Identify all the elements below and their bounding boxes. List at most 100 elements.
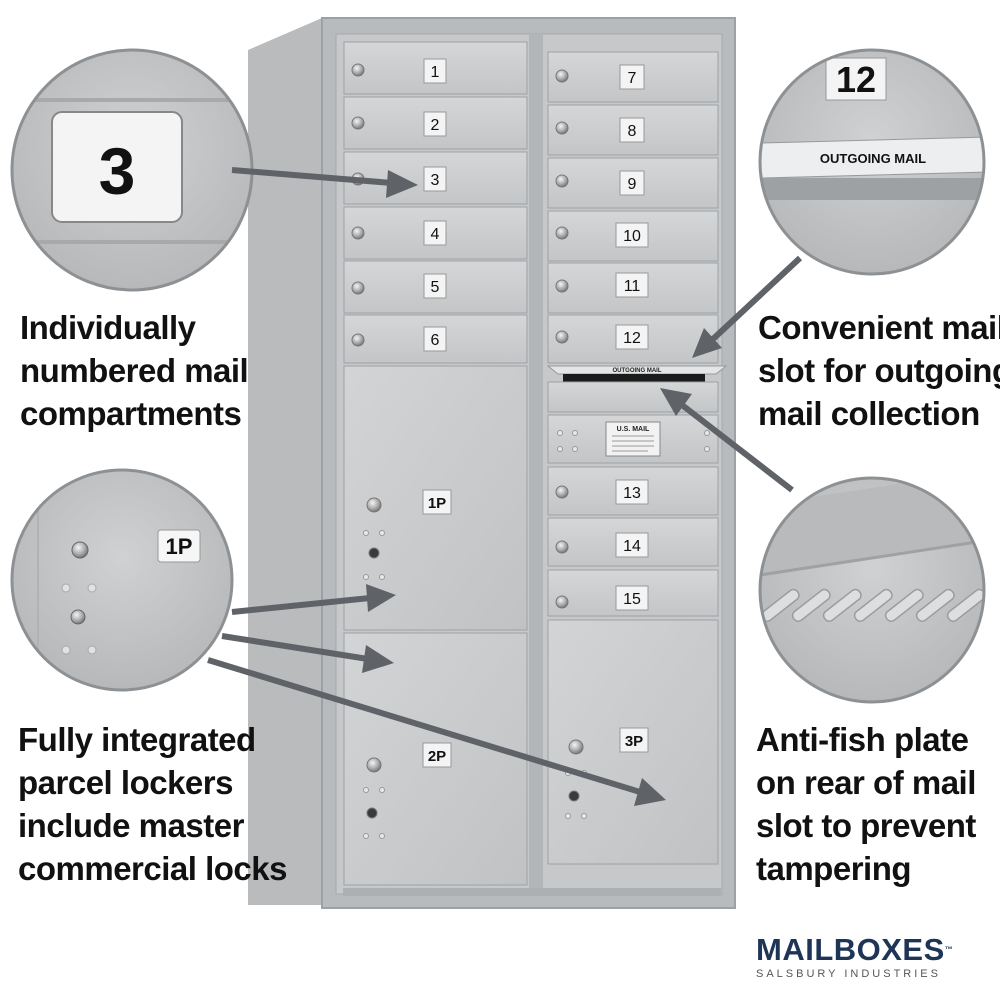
callout-outgoing-slot: 12 OUTGOING MAIL [758, 48, 986, 276]
door-number: 6 [431, 332, 440, 349]
lock-icon [555, 330, 569, 344]
door-number: 10 [623, 228, 641, 245]
caption-line: slot for outgoing [758, 352, 1000, 389]
door-number: 2 [431, 117, 440, 134]
door-number: 14 [623, 538, 641, 555]
mail-door: 10 [547, 210, 719, 262]
lock-icon [555, 279, 569, 293]
lock-icon [351, 63, 365, 77]
callout-parcel-tag: 1P [166, 534, 193, 559]
lock-icon [366, 497, 382, 513]
arrow-icon [362, 645, 394, 673]
lock-icon [568, 790, 580, 802]
brand-text: MAILBOXES [756, 932, 945, 967]
parcel-locker: 2P [343, 632, 528, 886]
brand-name: MAILBOXES™ [756, 934, 976, 966]
mail-door: 14 [547, 517, 719, 567]
usmail-label: U.S. MAIL [617, 426, 650, 433]
lock-icon [555, 485, 569, 499]
arrow-icon [680, 402, 794, 493]
lock-icon [555, 174, 569, 188]
arrow-icon [660, 388, 692, 416]
arrow-icon [221, 633, 369, 662]
brand-logo: MAILBOXES™ SALSBURY INDUSTRIES [756, 934, 976, 981]
lock-icon [351, 226, 365, 240]
mail-door: 12 [547, 314, 719, 364]
door-number: 4 [431, 226, 440, 243]
brand-subtitle: SALSBURY INDUSTRIES [756, 968, 941, 980]
locker-number: 1P [428, 495, 446, 512]
door-number: 9 [628, 176, 637, 193]
caption-line: Individually [20, 309, 196, 346]
caption-line: Convenient mail [758, 309, 1000, 346]
arrow-icon [692, 328, 722, 358]
caption-line: commercial locks [18, 850, 288, 887]
locker-number: 3P [625, 733, 643, 750]
caption-line: Fully integrated [18, 721, 256, 758]
door-number: 5 [431, 279, 440, 296]
callout-number-tag: 3 [10, 48, 254, 292]
trademark-mark: ™ [944, 945, 954, 954]
caption-line: parcel lockers [18, 764, 233, 801]
arrow-icon [366, 584, 396, 612]
door-number: 15 [623, 591, 641, 608]
arrow-icon [207, 657, 641, 795]
door-number: 1 [431, 64, 440, 81]
callout-tag-number: 3 [99, 134, 136, 208]
arrow-icon [709, 255, 803, 343]
caption-antifish-plate: Anti-fish plate on rear of mail slot to … [756, 718, 976, 890]
lock-icon [351, 333, 365, 347]
callout-antifish-plate [758, 476, 986, 704]
door-number: 11 [624, 278, 641, 295]
center-divider [529, 34, 543, 894]
mail-door: 6 [343, 314, 528, 364]
outgoing-label: OUTGOING MAIL [613, 368, 662, 374]
mail-door: 7 [547, 51, 719, 103]
lock-icon [351, 116, 365, 130]
caption-line: on rear of mail [756, 764, 976, 801]
caption-line: mail collection [758, 395, 980, 432]
lock-icon [71, 541, 89, 559]
caption-outgoing-slot: Convenient mail slot for outgoing mail c… [758, 306, 1000, 435]
number-tag [51, 111, 183, 223]
callout-parcel-locks: 1P [10, 468, 234, 692]
lock-icon [70, 609, 86, 625]
caption-line: Anti-fish plate [756, 721, 969, 758]
parcel-locker: 1P [343, 365, 528, 631]
right-lower-doors: 13 14 15 [547, 466, 719, 617]
mail-door: 9 [547, 157, 719, 209]
arrow-icon [231, 595, 371, 615]
parcel-locker: 3P [547, 619, 719, 865]
door-number: 3 [431, 172, 440, 189]
locker-number: 2P [428, 748, 446, 765]
caption-line: tampering [756, 850, 912, 887]
mail-door: 11 [547, 262, 719, 314]
mail-door: 2 [343, 96, 528, 150]
left-door-column: 1 2 3 4 5 6 [343, 41, 528, 364]
mail-door: 1 [343, 41, 528, 95]
lock-icon [368, 547, 380, 559]
lock-icon [555, 595, 569, 609]
arrow-icon [386, 170, 418, 198]
caption-numbered-compartments: Individually numbered mail compartments [20, 306, 249, 435]
arrow-icon [634, 778, 666, 806]
lock-icon [555, 69, 569, 83]
mail-door: 15 [547, 569, 719, 617]
right-door-column: 7 8 9 10 11 12 [547, 51, 719, 364]
lock-icon [366, 757, 382, 773]
mail-door: 8 [547, 104, 719, 156]
door-number: 12 [623, 330, 641, 347]
arrow-icon [231, 167, 393, 186]
mail-door: 5 [343, 260, 528, 314]
callout-slot-number: 12 [836, 59, 876, 100]
usmail-plate: U.S. MAIL [547, 414, 719, 464]
callout-arrows [207, 167, 803, 806]
caption-parcel-lockers: Fully integrated parcel lockers include … [18, 718, 288, 890]
door-number: 7 [628, 70, 637, 87]
caption-line: numbered mail [20, 352, 249, 389]
lock-icon [555, 226, 569, 240]
callout-slot-label: OUTGOING MAIL [820, 151, 926, 166]
mailbox-side-shadow [248, 18, 322, 905]
mail-door: 4 [343, 206, 528, 260]
